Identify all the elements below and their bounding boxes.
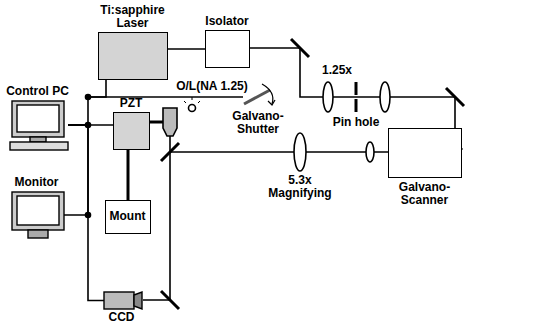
mount-post bbox=[127, 150, 130, 200]
pzt-box: PZT bbox=[113, 112, 150, 150]
node-label: Mount bbox=[110, 210, 146, 223]
component-label: Pin hole bbox=[333, 116, 380, 129]
mirror bbox=[291, 39, 309, 57]
mirror bbox=[161, 291, 179, 309]
control-wire bbox=[68, 80, 106, 125]
node-label: Control PC bbox=[6, 85, 69, 98]
lamp bbox=[189, 105, 196, 112]
beam-path bbox=[168, 48, 205, 50]
scanner-box: Galvano-Scanner bbox=[388, 128, 462, 178]
pinhole bbox=[355, 99, 358, 112]
lamp-rays bbox=[184, 97, 200, 103]
magnification-label: 1.25x bbox=[322, 64, 352, 77]
lens bbox=[294, 133, 306, 171]
magnification-label: 5.3x Magnifying bbox=[264, 174, 336, 200]
node-label: Monitor bbox=[15, 176, 59, 189]
shutter-blade bbox=[244, 90, 270, 104]
shutter-arrow bbox=[268, 100, 275, 105]
lens bbox=[323, 82, 333, 112]
laser-box: Ti:sapphire Laser bbox=[98, 32, 168, 80]
monitor-icon bbox=[12, 192, 64, 238]
pc-icon bbox=[10, 101, 68, 150]
control-wire bbox=[64, 125, 88, 215]
node-label: CCD bbox=[109, 311, 135, 324]
pzt-arm bbox=[150, 121, 164, 124]
component-label: O/L(NA 1.25) bbox=[176, 80, 248, 93]
ccd-icon bbox=[104, 292, 142, 309]
control-wire bbox=[68, 125, 104, 301]
beam-path bbox=[170, 136, 388, 152]
monitor-node: Monitor bbox=[12, 192, 64, 238]
pc-node: Control PC bbox=[10, 101, 68, 150]
ccd-node: CCD bbox=[104, 292, 142, 309]
mirror bbox=[446, 88, 464, 106]
objective-lens bbox=[163, 108, 177, 136]
shutter-arrow bbox=[262, 84, 273, 104]
mount-box: Mount bbox=[105, 200, 151, 234]
node-label: PZT bbox=[120, 97, 143, 110]
pinhole bbox=[355, 82, 358, 95]
shutter-wire bbox=[88, 96, 243, 98]
isolator-box: Isolator bbox=[205, 30, 250, 68]
node-label: Galvano-Scanner bbox=[390, 181, 460, 207]
component-label: Galvano-Shutter bbox=[223, 110, 293, 136]
lens bbox=[366, 142, 374, 162]
lens bbox=[380, 82, 390, 112]
mirror bbox=[161, 143, 179, 161]
node-label: Ti:sapphire Laser bbox=[93, 4, 173, 30]
node-label: Isolator bbox=[205, 15, 248, 28]
